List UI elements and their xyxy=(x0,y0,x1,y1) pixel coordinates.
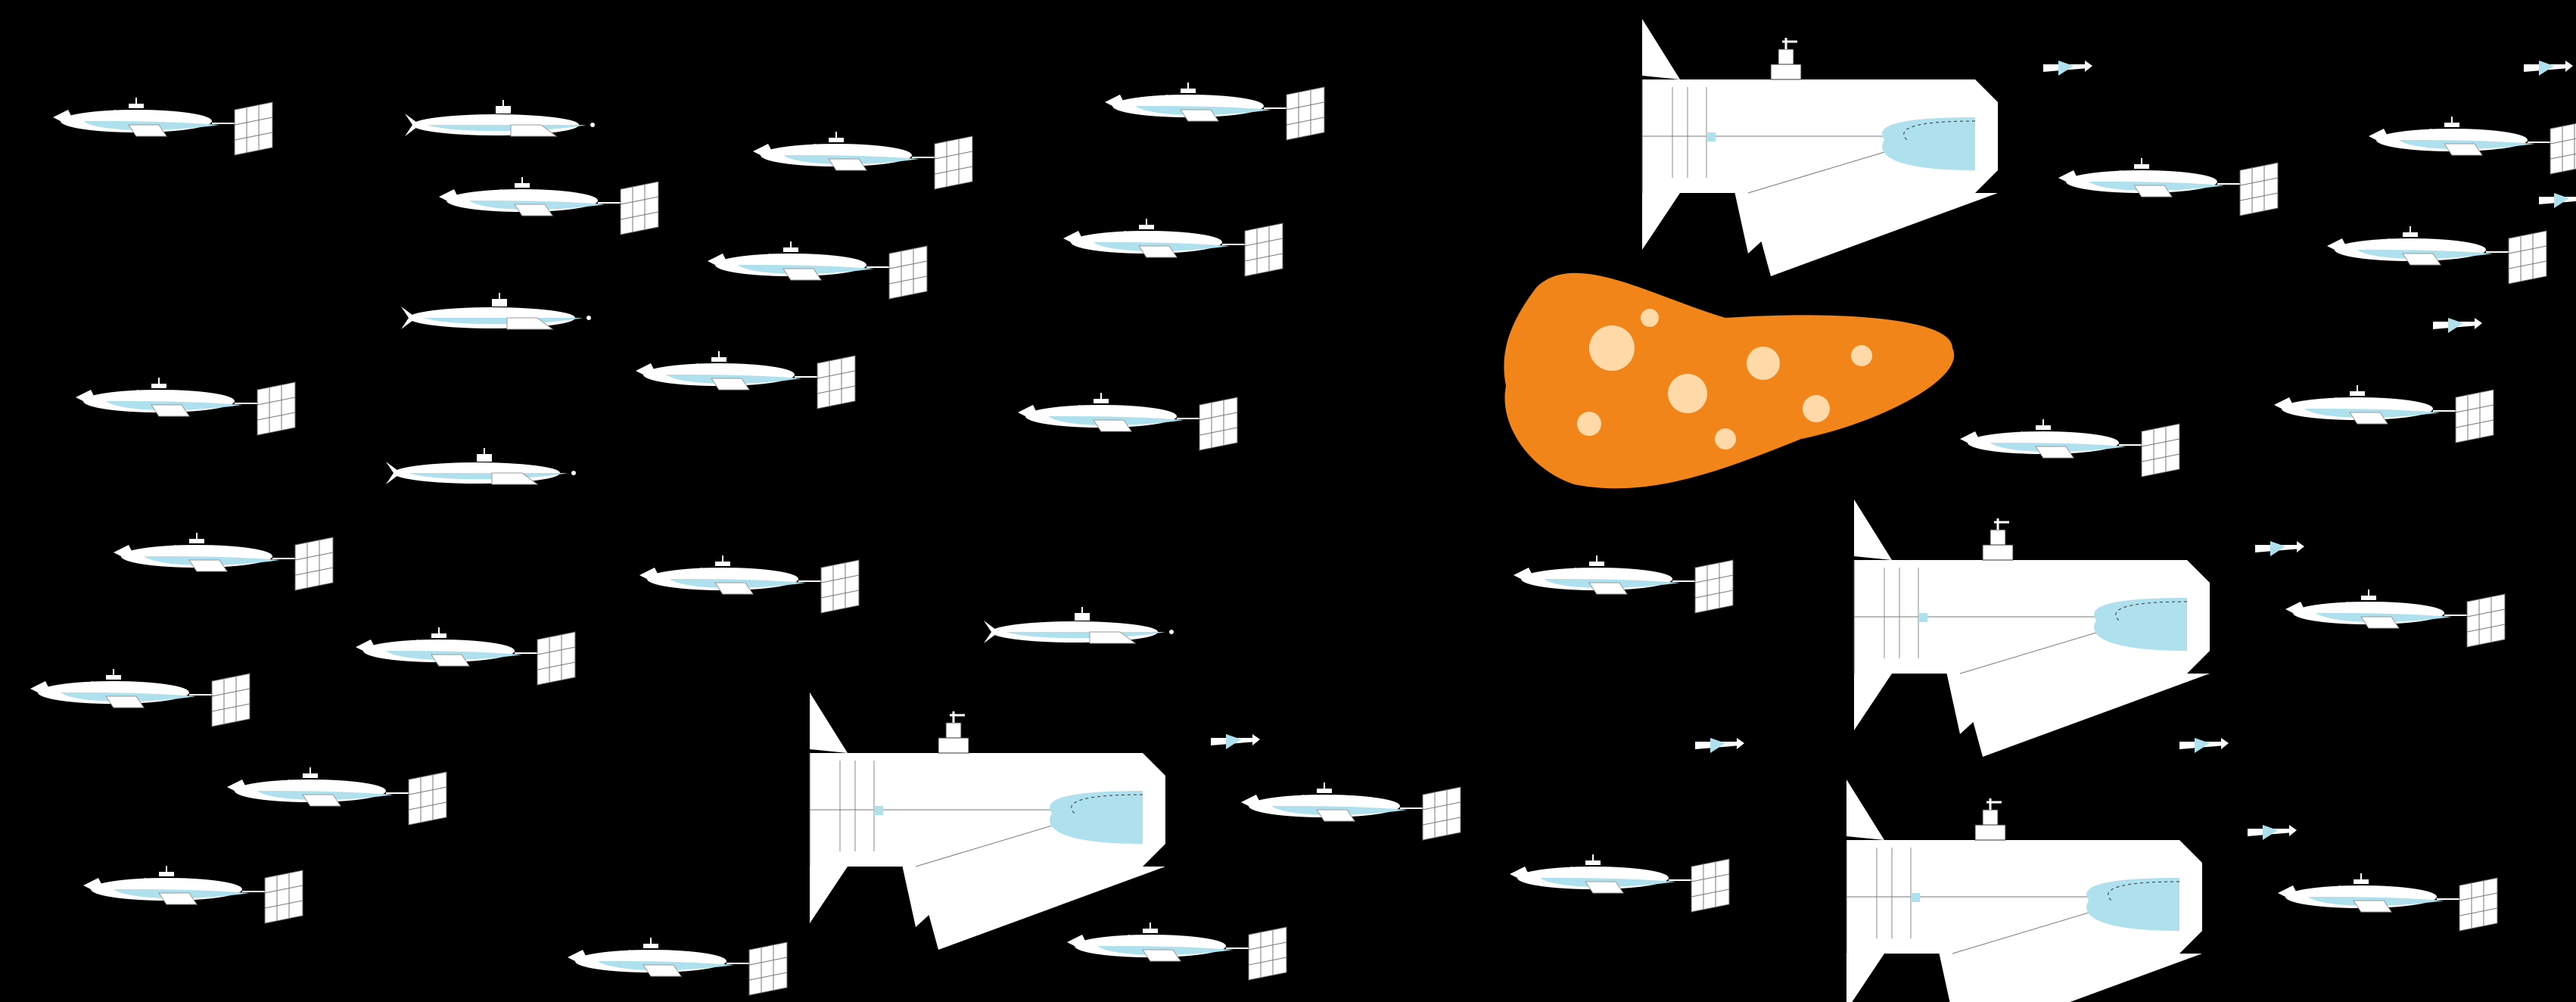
cruiser[interactable] xyxy=(1104,82,1325,141)
cruiser[interactable] xyxy=(2368,116,2576,175)
cruiser[interactable] xyxy=(438,176,659,235)
cruiser[interactable] xyxy=(1959,419,2180,478)
mothership[interactable] xyxy=(1641,17,1999,278)
cruiser[interactable] xyxy=(1509,854,1730,913)
cruiser[interactable] xyxy=(1017,392,1238,451)
cruiser[interactable] xyxy=(2277,873,2498,932)
cruiser[interactable] xyxy=(639,555,860,614)
cruiser[interactable] xyxy=(752,131,973,190)
gunship[interactable] xyxy=(983,606,1174,644)
cruiser[interactable] xyxy=(1513,555,1734,614)
cruiser[interactable] xyxy=(1062,218,1283,277)
cruiser[interactable] xyxy=(113,532,334,591)
cruiser[interactable] xyxy=(52,97,273,156)
cruiser[interactable] xyxy=(2326,226,2547,285)
mothership[interactable] xyxy=(1845,778,2204,1002)
fighter[interactable] xyxy=(2255,541,2304,556)
cruiser[interactable] xyxy=(82,865,303,924)
cruiser[interactable] xyxy=(30,668,250,727)
cruiser[interactable] xyxy=(226,767,447,826)
explosion xyxy=(1504,272,1955,489)
cruiser[interactable] xyxy=(2058,157,2279,216)
cruiser[interactable] xyxy=(707,241,928,300)
fighter[interactable] xyxy=(2539,193,2576,208)
fighter[interactable] xyxy=(2433,318,2482,333)
mothership[interactable] xyxy=(1853,498,2211,758)
fighter[interactable] xyxy=(2043,61,2092,76)
cruiser[interactable] xyxy=(2285,589,2506,648)
cruiser[interactable] xyxy=(1066,922,1287,981)
fighter[interactable] xyxy=(2179,738,2229,753)
cruiser[interactable] xyxy=(635,350,856,409)
fighter[interactable] xyxy=(1695,738,1744,753)
fighter[interactable] xyxy=(2248,825,2297,840)
cruiser[interactable] xyxy=(355,627,576,686)
cruiser[interactable] xyxy=(1240,782,1461,841)
cruiser[interactable] xyxy=(2273,384,2494,443)
fighter[interactable] xyxy=(1211,734,1260,749)
cruiser[interactable] xyxy=(75,377,296,436)
gunship[interactable] xyxy=(404,99,596,137)
cruiser[interactable] xyxy=(567,937,788,996)
fighter[interactable] xyxy=(2524,61,2573,76)
gunship[interactable] xyxy=(400,292,592,330)
gunship[interactable] xyxy=(385,447,577,485)
mothership[interactable] xyxy=(808,691,1167,951)
